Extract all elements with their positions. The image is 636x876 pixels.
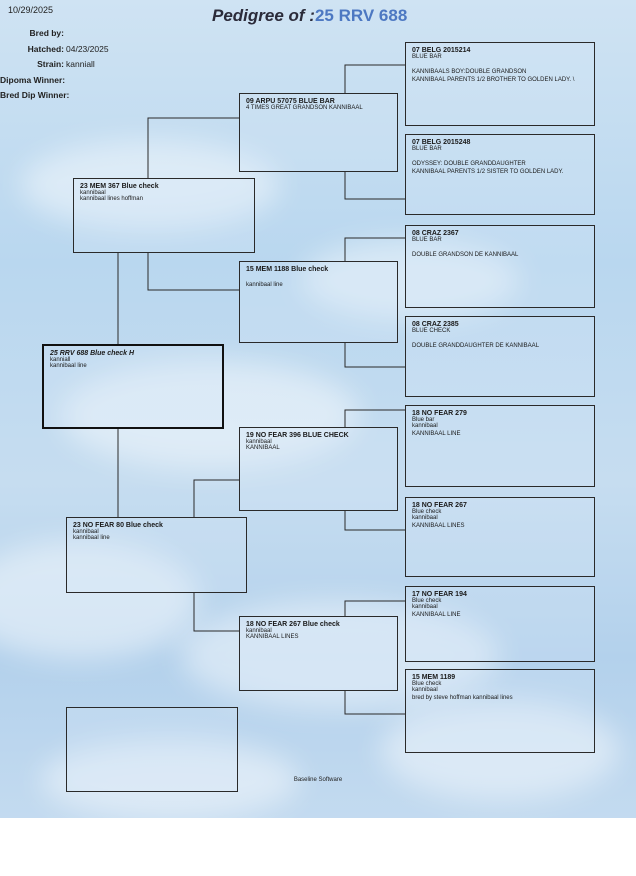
gg2-color: BLUE BAR: [412, 146, 442, 152]
subject-note: kannibaal line: [50, 363, 87, 369]
subject-pigeon-card[interactable]: 25 RRV 688 Blue check H kanniall kanniba…: [42, 344, 224, 429]
pigeon-details: Bred by: Hatched:04/23/2025 Strain:kanni…: [0, 28, 120, 106]
scan-margin: [0, 818, 636, 876]
gg2-note-2: KANNIBAAL PARENTS 1/2 SISTER TO GOLDEN L…: [412, 168, 564, 175]
page-title: Pedigree of :25 RRV 688: [212, 6, 407, 26]
gg4-note-1: DOUBLE GRANDDAUGHTER DE KANNIBAAL: [412, 343, 540, 349]
gg4-ring-name: 08 CRAZ 2385: [412, 321, 459, 328]
great-grandparent-card-2[interactable]: 07 BELG 2015248 BLUE BAR ODYSSEY: DOUBLE…: [405, 134, 595, 215]
dam-color: kannibaal: [73, 529, 99, 535]
blank-notes-box[interactable]: [66, 707, 238, 792]
dam-sire-ring-name: 19 NO FEAR 396 BLUE CHECK: [246, 432, 349, 439]
sire-ring-name: 23 MEM 367 Blue check: [80, 183, 159, 190]
gg5-ring-name: 18 NO FEAR 279: [412, 410, 467, 417]
gg3-color: BLUE BAR: [412, 237, 442, 243]
gg6-ring-name: 18 NO FEAR 267: [412, 502, 467, 509]
gg6-note-1: kannibaal: [412, 515, 438, 521]
gg8-note-2: bred by steve hoffman kannibaal lines: [412, 694, 513, 701]
dam-dam-card[interactable]: 18 NO FEAR 267 Blue check kannibaal KANN…: [239, 616, 398, 691]
dam-card[interactable]: 23 NO FEAR 80 Blue check kannibaal kanni…: [66, 517, 247, 593]
sire-dam-card[interactable]: 15 MEM 1188 Blue check kannibaal line: [239, 261, 398, 343]
great-grandparent-card-6[interactable]: 18 NO FEAR 267 Blue check kannibaal KANN…: [405, 497, 595, 577]
great-grandparent-card-5[interactable]: 18 NO FEAR 279 Blue bar kannibaal KANNIB…: [405, 405, 595, 487]
gg8-color: Blue check: [412, 681, 442, 687]
gg5-note-1: kannibaal: [412, 423, 438, 429]
sire-sire-note: 4 TIMES GREAT GRANDSON KANNIBAAL: [246, 105, 363, 111]
sire-note: kannibaal lines hoffman: [80, 196, 143, 202]
bred-by-row: Bred by:: [29, 28, 64, 38]
dam-dam-color: kannibaal: [246, 628, 272, 634]
gg1-ring-name: 07 BELG 2015214: [412, 47, 471, 54]
sire-dam-note: kannibaal line: [246, 282, 283, 288]
gg2-ring-name: 07 BELG 2015248: [412, 139, 471, 146]
gg1-note-2: KANNIBAAL PARENTS 1/2 BROTHER TO GOLDEN …: [412, 76, 575, 83]
footer-software-credit: Baseline Software: [293, 777, 343, 783]
great-grandparent-card-8[interactable]: 15 MEM 1189 Blue check kannibaal bred by…: [405, 669, 595, 753]
gg3-ring-name: 08 CRAZ 2367: [412, 230, 459, 237]
gg4-color: BLUE CHECK: [412, 328, 451, 334]
dam-sire-color: kannibaal: [246, 439, 272, 445]
subject-ring-name: 25 RRV 688 Blue check H: [50, 350, 135, 357]
subject-color: kanniall: [50, 357, 71, 363]
dam-ring-name: 23 NO FEAR 80 Blue check: [73, 522, 163, 529]
gg2-note-1: ODYSSEY: DOUBLE GRANDDAUGHTER: [412, 161, 526, 167]
bred-dip-winner-row: Bred Dip Winner:: [0, 90, 70, 100]
gg6-note-2: KANNIBAAL LINES: [412, 522, 465, 529]
dam-note: kannibaal line: [73, 535, 110, 541]
gg7-ring-name: 17 NO FEAR 194: [412, 591, 467, 598]
sire-dam-ring-name: 15 MEM 1188 Blue check: [246, 266, 329, 273]
gg1-color: BLUE BAR: [412, 54, 442, 60]
dam-sire-note: KANNIBAAL: [246, 445, 280, 451]
hatched-row: Hatched:04/23/2025: [27, 43, 109, 54]
sire-color: kannibaal: [80, 190, 106, 196]
sire-sire-card[interactable]: 09 ARPU 57075 BLUE BAR 4 TIMES GREAT GRA…: [239, 93, 398, 172]
diploma-winner-row: Dipoma Winner:: [0, 74, 66, 85]
gg7-color: Blue check: [412, 598, 442, 604]
great-grandparent-card-7[interactable]: 17 NO FEAR 194 Blue check kannibaal KANN…: [405, 586, 595, 662]
gg8-ring-name: 15 MEM 1189: [412, 674, 456, 681]
great-grandparent-card-3[interactable]: 08 CRAZ 2367 BLUE BAR DOUBLE GRANDSON DE…: [405, 225, 595, 308]
sire-card[interactable]: 23 MEM 367 Blue check kannibaal kannibaa…: [73, 178, 255, 253]
sire-sire-ring-name: 09 ARPU 57075 BLUE BAR: [246, 98, 335, 105]
gg5-color: Blue bar: [412, 417, 435, 423]
gg7-note-1: kannibaal: [412, 604, 438, 610]
strain-row: Strain:kanniall: [37, 59, 95, 69]
gg3-note-1: DOUBLE GRANDSON DE KANNIBAAL: [412, 252, 519, 258]
great-grandparent-card-4[interactable]: 08 CRAZ 2385 BLUE CHECK DOUBLE GRANDDAUG…: [405, 316, 595, 397]
gg5-note-2: KANNIBAAL LINE: [412, 430, 461, 437]
gg6-color: Blue check: [412, 509, 442, 515]
dam-dam-note: KANNIBAAL LINES: [246, 634, 299, 640]
gg1-note-1: KANNIBAALS BOY:DOUBLE GRANDSON: [412, 69, 527, 75]
title-prefix: Pedigree of :: [212, 6, 315, 25]
print-date: 10/29/2025: [8, 5, 54, 15]
dam-dam-ring-name: 18 NO FEAR 267 Blue check: [246, 621, 340, 628]
great-grandparent-card-1[interactable]: 07 BELG 2015214 BLUE BAR KANNIBAALS BOY:…: [405, 42, 595, 126]
dam-sire-card[interactable]: 19 NO FEAR 396 BLUE CHECK kannibaal KANN…: [239, 427, 398, 511]
title-ring-number: 25 RRV 688: [314, 6, 408, 25]
gg7-note-2: KANNIBAAL LINE: [412, 611, 461, 618]
gg8-note-1: kannibaal: [412, 687, 438, 693]
